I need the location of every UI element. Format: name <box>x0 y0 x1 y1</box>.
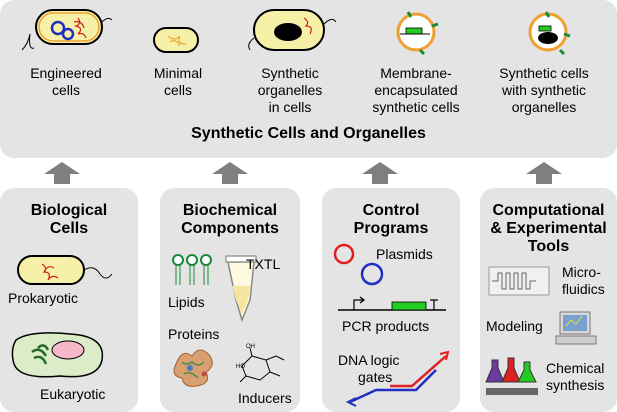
chemistry-flasks-icon <box>485 357 538 395</box>
up-arrow-icon <box>526 162 562 184</box>
engineered-cell-icon <box>21 9 113 51</box>
plasmids-label: Plasmids <box>376 246 433 262</box>
modeling-label: Modeling <box>486 318 543 334</box>
membrane-synthetic-cell-icon <box>396 11 439 56</box>
microfluidics-chip-icon <box>488 266 550 296</box>
minimal-cell-icon <box>153 27 199 53</box>
plasmids-icon <box>333 243 384 286</box>
synthetic-cell-with-organelle-icon <box>528 11 571 56</box>
tube-icon <box>225 255 257 323</box>
up-arrow-icon <box>212 162 248 184</box>
pcr-product-icon <box>338 296 446 311</box>
lipids-icon <box>172 254 212 285</box>
eukaryotic-cell-icon <box>11 332 104 378</box>
top-panel-title: Synthetic Cells and Organelles <box>191 125 426 142</box>
inducer-molecule-icon: HO OH <box>236 344 285 383</box>
up-arrow-icon <box>362 162 398 184</box>
protein-structure-icon <box>173 349 213 387</box>
svg-text:OH: OH <box>246 344 255 350</box>
synthetic-organelle-cell-icon <box>248 9 337 51</box>
prokaryotic-cell-icon <box>17 255 113 285</box>
up-arrow-icon <box>44 162 80 184</box>
inducers-label: Inducers <box>238 390 292 406</box>
lipids-label: Lipids <box>168 294 205 310</box>
txtl-label: TXTL <box>246 256 281 272</box>
computer-icon <box>555 311 597 345</box>
eukaryotic-label: Eukaryotic <box>40 386 106 402</box>
computational-tools-panel <box>480 188 617 412</box>
svg-text:HO: HO <box>236 364 245 370</box>
prokaryotic-label: Prokaryotic <box>8 290 79 306</box>
microfluidics-label: Micro-fluidics <box>562 264 605 297</box>
pcr-products-label: PCR products <box>342 318 430 334</box>
proteins-label: Proteins <box>168 326 220 342</box>
dna-logic-gate-icon <box>345 350 450 407</box>
